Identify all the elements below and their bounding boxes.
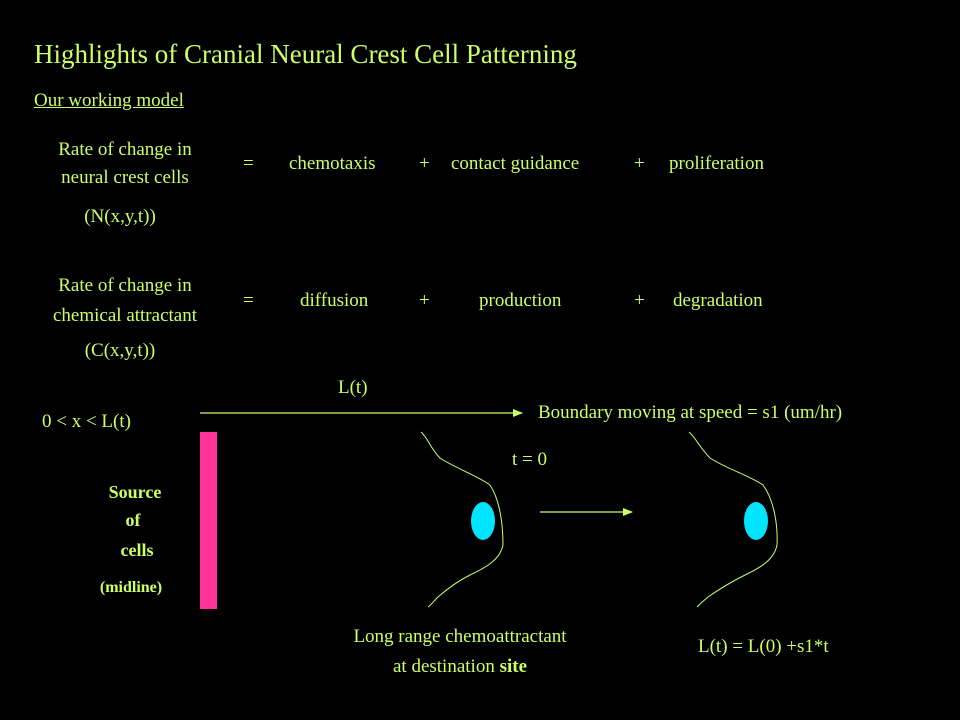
eq2-plus-2: + [634,290,645,311]
chemo-caption-bold: site [499,656,528,677]
eq1-term-chemotaxis: chemotaxis [289,153,376,174]
time-zero-label: t = 0 [512,449,547,470]
eq1-term-contact-guidance: contact guidance [451,153,580,174]
cell-initial [471,502,495,540]
right-boundary-curve [688,431,778,608]
slide-title: Highlights of Cranial Neural Crest Cell … [34,39,577,69]
eq2-lhs-symbol: (C(x,y,t)) [84,340,156,361]
chemo-caption-line1: Long range chemoattractant [353,626,567,647]
source-bar [200,432,217,609]
eq2-lhs-line2: chemical attractant [53,305,197,326]
eq1-plus-1: + [419,153,430,174]
slide-subtitle: Our working model [34,90,184,111]
eq1-equals: = [243,153,254,174]
boundary-formula: L(t) = L(0) +s1*t [698,636,829,657]
length-label: L(t) [338,377,368,398]
boundary-speed-label: Boundary moving at speed = s1 (um/hr) [538,402,843,423]
eq2-plus-1: + [419,290,430,311]
eq1-plus-2: + [634,153,645,174]
domain-range-label: 0 < x < L(t) [42,411,131,432]
eq2-lhs-line1: Rate of change in [58,275,192,296]
source-label-line2: of [125,510,141,530]
eq2-equals: = [243,290,254,311]
cell-moved [744,502,768,540]
source-label-line4: (midline) [99,579,163,596]
chemo-caption-prefix: at destination [392,656,500,677]
source-label-line3: cells [120,540,154,560]
left-boundary-curve [420,431,504,608]
source-label-line1: Source [108,482,162,502]
eq1-lhs-line1: Rate of change in [58,139,192,160]
eq2-term-degradation: degradation [673,290,763,311]
eq1-lhs-symbol: (N(x,y,t)) [84,206,156,227]
chemo-caption-line2: at destination site [300,656,620,679]
eq1-term-proliferation: proliferation [669,153,764,174]
eq2-term-production: production [479,290,562,311]
eq1-lhs-line2: neural crest cells [61,167,189,188]
eq2-term-diffusion: diffusion [300,290,369,311]
